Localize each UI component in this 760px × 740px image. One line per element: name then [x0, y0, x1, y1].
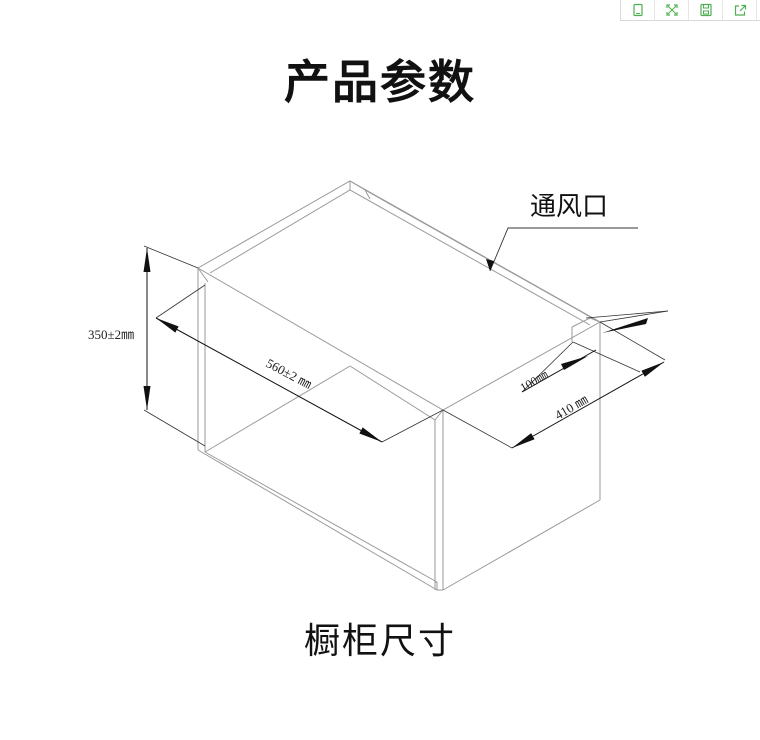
phone-icon: [632, 3, 643, 17]
save-icon: [699, 3, 712, 17]
diagram-caption: 橱柜尺寸: [303, 621, 456, 662]
save-button[interactable]: [689, 0, 723, 20]
vent-depth-label: 100㎜: [518, 367, 551, 394]
depth-dimension-label: 410 ㎜: [552, 392, 590, 423]
extension-lines: [143, 245, 669, 449]
vent-leader-line: [489, 227, 638, 272]
vent-depth-arrow-upper: [602, 318, 648, 333]
height-dimension-label: 350±2㎜: [88, 327, 134, 342]
page-title: 产品参数: [284, 55, 476, 109]
fullscreen-button[interactable]: [655, 0, 689, 20]
vent-depth-arrow-lower: [561, 356, 588, 370]
depth-dimension-line: [511, 361, 665, 449]
fullscreen-icon: [665, 4, 678, 16]
share-button[interactable]: [723, 0, 757, 20]
vent-label: 通风口: [530, 192, 608, 222]
width-dimension-label: 560±2 ㎜: [264, 355, 315, 391]
share-icon: [734, 4, 746, 16]
vent-leader-arrow: [486, 259, 494, 271]
vent-depth-dimension-line: [521, 349, 597, 393]
width-dimension-line: [155, 317, 383, 443]
top-toolbar: [620, 0, 760, 21]
phone-view-button[interactable]: [621, 0, 655, 20]
